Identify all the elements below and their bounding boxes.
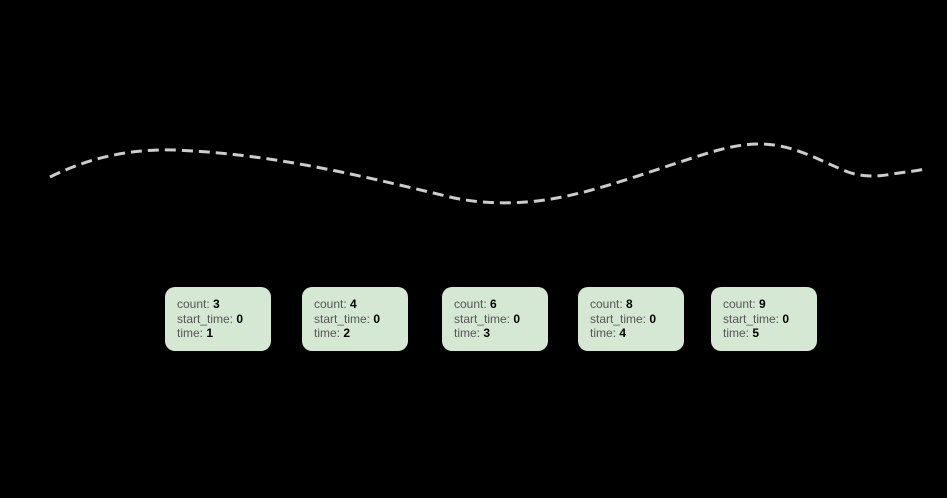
time-row: time: 2 xyxy=(314,326,402,341)
time-value: 4 xyxy=(619,326,627,340)
time-label: time: xyxy=(454,326,481,340)
start-time-value: 0 xyxy=(373,311,381,326)
count-value: 4 xyxy=(350,297,357,311)
start-time-value: 0 xyxy=(513,311,521,326)
snapshot-box-1: count: 3 start_time: 0 time: 1 xyxy=(165,287,271,351)
time-label: time: xyxy=(177,326,204,340)
count-label: count: xyxy=(454,297,487,311)
time-row: time: 4 xyxy=(590,326,678,341)
start-time-row: start_time: 0 xyxy=(314,312,402,327)
count-row: count: 8 xyxy=(590,297,678,312)
time-value: 1 xyxy=(206,326,214,340)
start-time-value: 0 xyxy=(236,311,244,326)
time-row: time: 5 xyxy=(723,326,811,341)
start-time-label: start_time: xyxy=(590,311,647,326)
count-row: count: 4 xyxy=(314,297,402,312)
time-value: 2 xyxy=(343,326,351,340)
count-label: count: xyxy=(314,297,347,311)
start-time-label: start_time: xyxy=(177,311,234,326)
snapshot-box-2: count: 4 start_time: 0 time: 2 xyxy=(302,287,408,351)
dashed-curve-path xyxy=(49,142,926,205)
count-row: count: 9 xyxy=(723,297,811,312)
count-value: 9 xyxy=(759,297,766,311)
start-time-value: 0 xyxy=(782,311,790,326)
time-label: time: xyxy=(723,326,750,340)
count-row: count: 6 xyxy=(454,297,542,312)
count-value: 6 xyxy=(490,297,497,311)
start-time-row: start_time: 0 xyxy=(177,312,265,327)
time-value: 3 xyxy=(483,326,491,340)
start-time-row: start_time: 0 xyxy=(454,312,542,327)
count-label: count: xyxy=(723,297,756,311)
snapshot-box-5: count: 9 start_time: 0 time: 5 xyxy=(711,287,817,351)
time-label: time: xyxy=(314,326,341,340)
count-value: 3 xyxy=(213,297,220,311)
time-label: time: xyxy=(590,326,617,340)
start-time-label: start_time: xyxy=(723,311,780,326)
start-time-value: 0 xyxy=(649,311,657,326)
time-row: time: 3 xyxy=(454,326,542,341)
count-label: count: xyxy=(590,297,623,311)
start-time-label: start_time: xyxy=(314,311,371,326)
count-row: count: 3 xyxy=(177,297,265,312)
snapshot-box-4: count: 8 start_time: 0 time: 4 xyxy=(578,287,684,351)
start-time-row: start_time: 0 xyxy=(723,312,811,327)
time-value: 5 xyxy=(752,326,760,340)
time-row: time: 1 xyxy=(177,326,265,341)
count-label: count: xyxy=(177,297,210,311)
count-value: 8 xyxy=(626,297,633,311)
start-time-label: start_time: xyxy=(454,311,511,326)
start-time-row: start_time: 0 xyxy=(590,312,678,327)
snapshot-box-3: count: 6 start_time: 0 time: 3 xyxy=(442,287,548,351)
